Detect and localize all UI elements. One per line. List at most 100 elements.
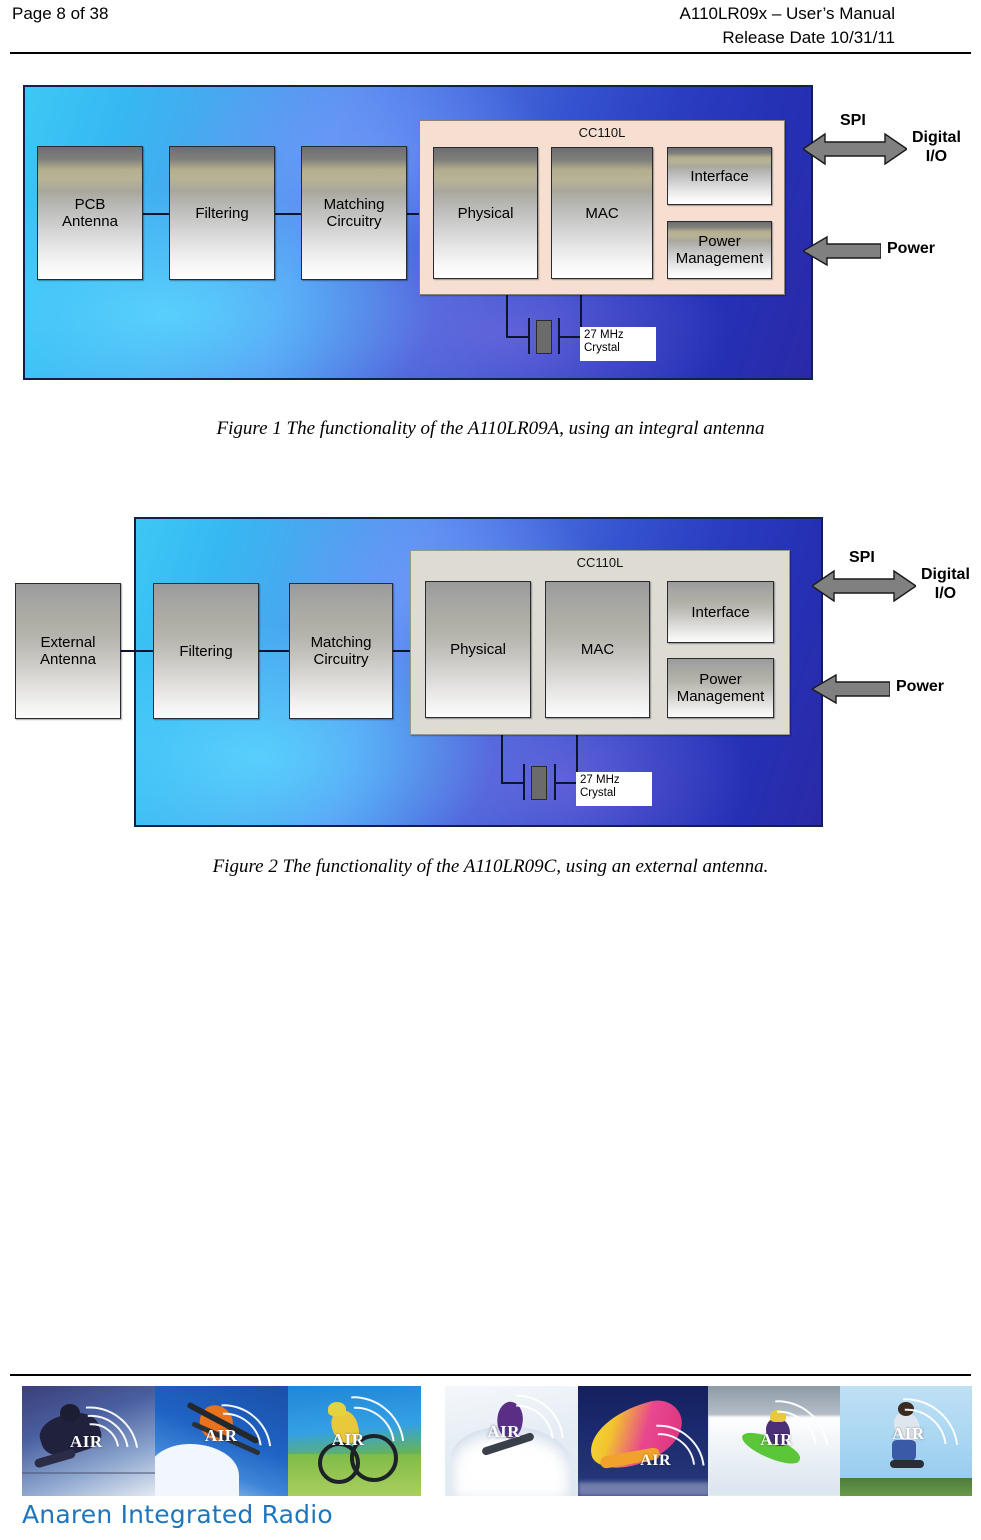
skateboarder-helmet (60, 1404, 80, 1422)
spi-label-2: SPI (849, 549, 875, 566)
powerline (22, 1472, 155, 1474)
wire-antenna-filtering (143, 213, 173, 215)
block-power-management: Power Management (667, 221, 772, 279)
skater-shirt (894, 1412, 921, 1442)
water-spray (578, 1482, 709, 1496)
wire-filtering-matching (275, 213, 305, 215)
spi-double-arrow-icon-2 (810, 569, 918, 603)
footer-photo-kayaker: AIR (708, 1386, 841, 1496)
footer-photo-mountain-biker: AIR (287, 1386, 421, 1496)
block-matching-circuitry-2: Matching Circuitry (289, 583, 393, 719)
block-external-antenna: External Antenna (15, 583, 121, 719)
wire-extantenna-filtering (121, 650, 159, 652)
crystal-frequency: 27 MHz (584, 329, 624, 341)
page-number-label: Page 8 of 38 (12, 4, 109, 23)
crystal-label-2: 27 MHz Crystal (576, 772, 652, 806)
release-date: Release Date 10/31/11 (722, 28, 895, 47)
biker-helmet (327, 1402, 346, 1416)
block-matching-line2: Circuitry (326, 213, 382, 230)
crystal-plate-left (528, 318, 530, 354)
crystal-body-2 (531, 766, 547, 800)
inline-skate (890, 1460, 925, 1468)
wire-filtering-matching-2 (259, 650, 291, 652)
power-left-arrow-icon-2 (810, 673, 891, 705)
block-mac: MAC (551, 147, 653, 279)
air-badge-3: AIR (331, 1430, 365, 1449)
crystal-frequency-2: 27 MHz (580, 774, 620, 786)
crystal-label: 27 MHz Crystal (580, 327, 656, 361)
wire-matching-chip-2 (393, 650, 421, 652)
block-external-antenna-line2: Antenna (40, 651, 96, 668)
snow-mound (154, 1444, 239, 1496)
air-badge-7: AIR (892, 1424, 925, 1443)
block-filtering: Filtering (169, 146, 275, 280)
figure1-caption: Figure 1 The functionality of the A110LR… (216, 418, 765, 439)
footer-photo-snowboarder: AIR (445, 1386, 579, 1496)
wire-crystal-right-2 (556, 782, 578, 784)
block-pcb-antenna: PCB Antenna (37, 146, 143, 280)
block-physical-label-2: Physical (450, 641, 506, 658)
block-matching-line1: Matching (323, 196, 385, 213)
block-pcb-antenna-line1: PCB (74, 196, 106, 213)
footer-photo-skier: AIR (154, 1386, 288, 1496)
block-filtering-label: Filtering (195, 204, 249, 222)
wire-mac-down-2 (576, 718, 578, 784)
block-mac-label: MAC (585, 204, 619, 222)
wire-crystal-left-2 (501, 782, 523, 784)
block-filtering-2: Filtering (153, 583, 259, 719)
footer-brand-logo: Anaren Integrated Radio (22, 1500, 333, 1529)
block-interface-2: Interface (667, 581, 774, 643)
crystal-name-2: Crystal (580, 787, 616, 799)
footer-photo-skateboarder: AIR (22, 1386, 155, 1496)
block-external-antenna-line1: External (40, 634, 96, 651)
figure1-diagram: 27 MHz Crystal PCB Antenna Filtering Mat… (0, 0, 981, 400)
power-arrow-label-2: Power (896, 678, 945, 695)
block-power-management-2: Power Management (667, 658, 774, 718)
block-filtering-label-2: Filtering (179, 642, 233, 660)
block-interface: Interface (667, 147, 772, 205)
block-matching-line1-2: Matching (310, 634, 372, 651)
block-power-line1: Power (698, 233, 741, 250)
page-header: Page 8 of 38 A110LR09x – User’s Manual R… (0, 0, 981, 54)
block-physical: Physical (433, 147, 538, 279)
footer-strip-gap (420, 1386, 446, 1496)
block-pcb-antenna-line2: Antenna (62, 213, 118, 230)
skater-head (898, 1402, 915, 1416)
block-power-line1-2: Power (699, 671, 742, 688)
footer-photo-inline-skater: AIR (840, 1386, 973, 1496)
wire-crystal-right (560, 336, 582, 338)
air-badge-6: AIR (760, 1430, 793, 1449)
footer-photo-strip: AIR AIR AIR AIR (22, 1386, 973, 1496)
digital-io-line2: I/O (925, 148, 948, 165)
document-title-block: A110LR09x – User’s Manual Release Date 1… (680, 2, 895, 50)
crystal-plate-right (558, 318, 560, 354)
block-mac-2: MAC (545, 581, 650, 718)
kayaker-torso (766, 1418, 791, 1446)
crystal-plate-left-2 (523, 764, 525, 800)
digital-io-line2-2: I/O (934, 585, 957, 602)
digital-io-label: Digital I/O (912, 128, 961, 166)
spi-label: SPI (840, 112, 866, 129)
bike-wheel-front (317, 1442, 360, 1484)
footer-photo-windsurfer: AIR (578, 1386, 709, 1496)
figure2-caption: Figure 2 The functionality of the A110LR… (212, 856, 769, 877)
digital-io-line1: Digital (912, 129, 961, 146)
kayaker-helmet (770, 1410, 787, 1422)
figure2-diagram: 27 MHz Crystal External Antenna Filterin… (15, 517, 970, 827)
air-badge-5: AIR (640, 1452, 672, 1469)
document-title: A110LR09x – User’s Manual (679, 4, 895, 23)
air-badge-1: AIR (70, 1432, 103, 1451)
power-arrow-label: Power (887, 240, 936, 257)
block-power-line2-2: Management (676, 688, 765, 705)
treeline (840, 1478, 973, 1496)
crystal-plate-right-2 (554, 764, 556, 800)
power-arrow-2 (810, 673, 891, 705)
chip-cc110l-label: CC110L (578, 125, 626, 140)
block-interface-label-2: Interface (691, 603, 750, 621)
block-matching-line2-2: Circuitry (313, 651, 369, 668)
wire-physical-down-2 (501, 718, 503, 784)
block-physical-label: Physical (457, 204, 514, 222)
spi-arrow-2 (810, 568, 918, 604)
block-interface-label: Interface (690, 167, 749, 185)
wire-crystal-left (506, 336, 528, 338)
